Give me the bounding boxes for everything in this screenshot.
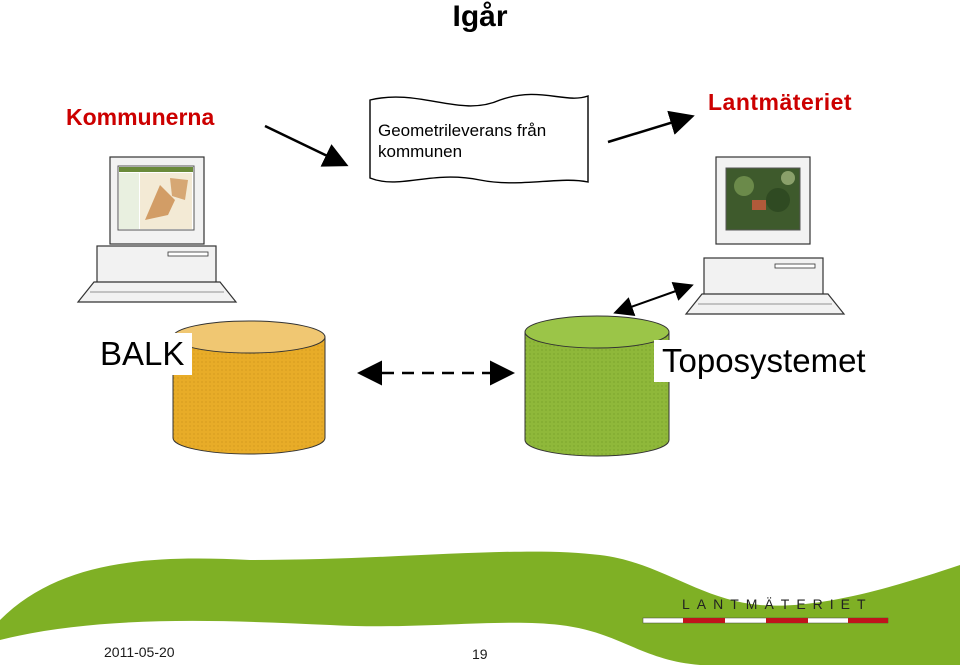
arrow-document-to-lantmateriet <box>607 110 695 144</box>
document-text: Geometrileverans från kommunen <box>378 120 598 162</box>
kommunerna-label: Kommunerna <box>66 104 215 130</box>
slide-title: Igår <box>452 0 508 33</box>
toposystemet-label: Toposystemet <box>654 340 874 382</box>
logo-bar <box>642 617 889 624</box>
topo-database-icon <box>524 315 670 457</box>
arrow-computer-database <box>613 281 694 317</box>
document-line-1: Geometrileverans från <box>378 121 547 140</box>
footer-date: 2011-05-20 <box>104 644 175 660</box>
lantmateriet-logo: LANTMÄTERIET <box>682 596 873 612</box>
footer-page-number: 19 <box>472 646 488 662</box>
footer-white-wave <box>0 620 700 665</box>
lantmateriet-label: Lantmäteriet <box>708 89 853 115</box>
document-shape <box>369 93 589 184</box>
arrow-kommunerna-to-document <box>264 124 349 167</box>
right-computer-icon <box>684 156 846 315</box>
balk-database-icon <box>172 320 326 455</box>
left-computer-icon <box>76 156 238 303</box>
balk-label: BALK <box>96 333 193 375</box>
document-line-2: kommunen <box>378 142 463 161</box>
